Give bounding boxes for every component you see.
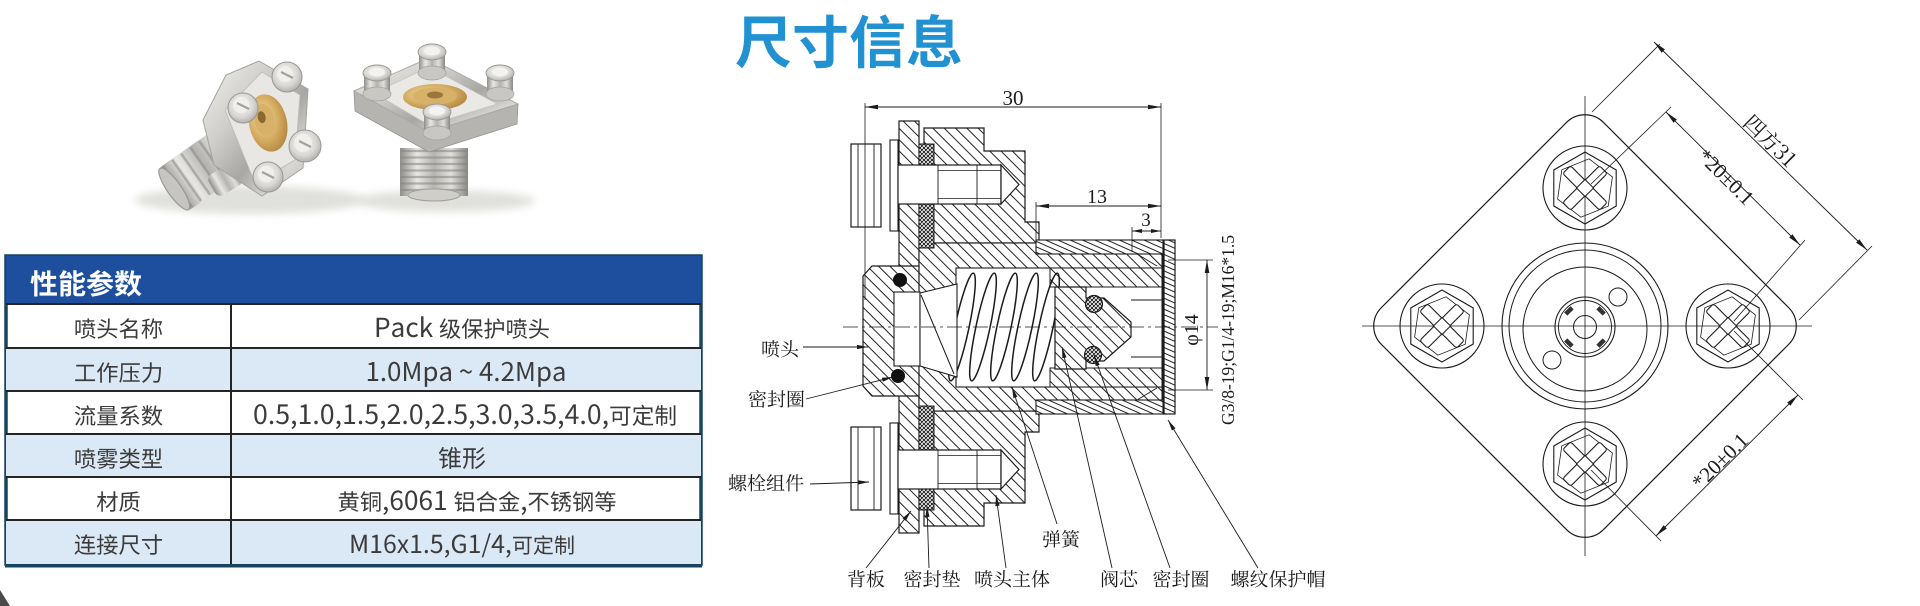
svg-text:φ14: φ14 [1181, 314, 1203, 346]
svg-text:3: 3 [1141, 210, 1151, 231]
svg-text:*20±0.1: *20±0.1 [1693, 144, 1759, 210]
svg-text:*20±0.1: *20±0.1 [1687, 428, 1753, 494]
svg-text:30: 30 [1003, 86, 1024, 110]
svg-text:13: 13 [1087, 186, 1107, 208]
svg-text:G3/8-19;G1/4-19;M16*1.5: G3/8-19;G1/4-19;M16*1.5 [1218, 235, 1238, 425]
